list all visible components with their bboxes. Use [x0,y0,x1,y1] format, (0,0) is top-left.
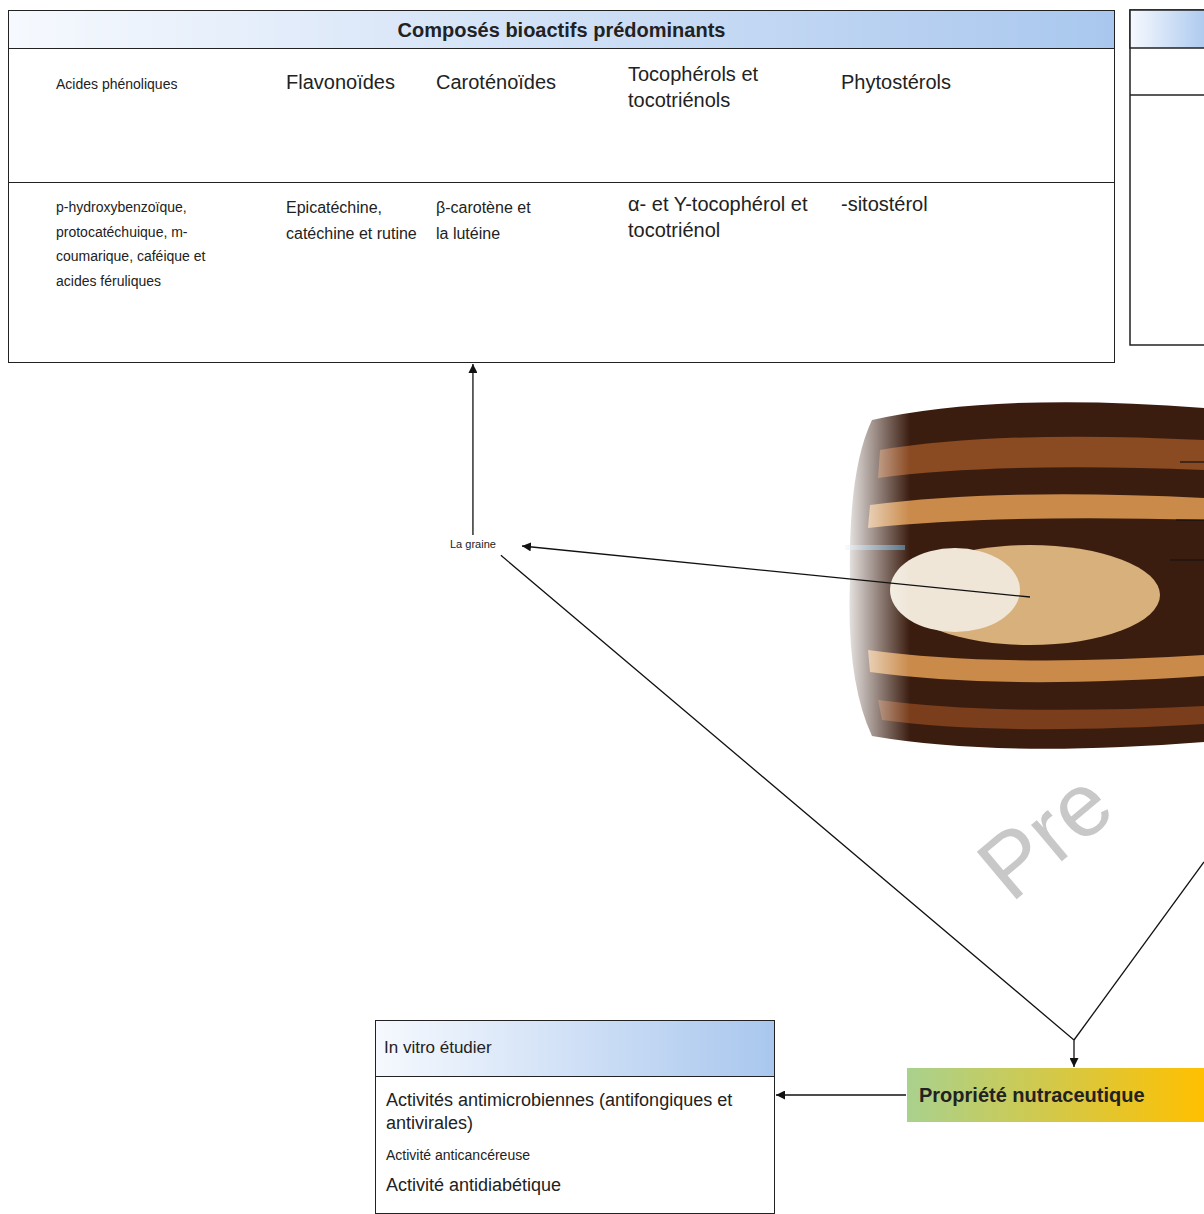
fruit-layer [868,650,1204,682]
connector-arrow [776,1094,906,1095]
table-title: Composés bioactifs prédominants [398,17,726,43]
cropped-box [1130,10,1204,345]
property-box: Propriété nutraceutique [907,1068,1204,1122]
header-band: Composés bioactifs prédominants [9,11,1114,49]
column-header: Caroténoïdes [436,69,616,95]
watermark: Pre [960,752,1131,918]
activity-item: Activité antidiabétique [386,1174,764,1197]
column-header: Acides phénoliques [56,75,256,93]
fruit-layer [868,494,1204,528]
study-box: In vitro étudierActivités antimicrobienn… [375,1020,775,1214]
column-header: Flavonoïdes [286,69,426,95]
table-box: Composés bioactifs prédominantsAcides ph… [8,10,1115,363]
table-cell: β-carotène et la lutéine [436,195,536,246]
table-cell: p-hydroxybenzoïque, protocatéchuique, m-… [56,195,221,293]
photo-fade [840,395,910,765]
cropped-band [1130,10,1204,48]
table-cell: α- et Y-tocophérol et tocotriénol [628,191,818,243]
connector-arrow [472,364,473,535]
leader-arrow [522,546,1030,597]
fruit-layer [878,437,1204,478]
box-heading: In vitro étudier [376,1037,492,1059]
connector-arrow [501,555,1074,1067]
activity-item: Activités antimicrobiennes (antifongique… [386,1089,764,1136]
merge-line [1074,862,1204,1040]
column-header: Tocophérols et tocotriénols [628,61,818,113]
box-body: Activités antimicrobiennes (antifongique… [376,1077,774,1201]
leader-line [1176,519,1204,520]
leader-line [1180,461,1204,462]
column-header: Phytostérols [841,69,1091,95]
seed-label: La graine [448,536,498,552]
leader-line [1170,559,1204,560]
header-band: In vitro étudier [376,1021,774,1077]
box-title: Propriété nutraceutique [919,1082,1145,1108]
activity-item: Activité anticancéreuse [386,1146,764,1164]
table-cell: -sitostérol [841,191,1091,217]
cropped-rule [1130,94,1204,96]
fruit-layer [878,700,1204,729]
table-cell: Epicatéchine, catéchine et rutine [286,195,421,246]
part-label: La graine [450,537,496,551]
table-rule [9,182,1114,183]
